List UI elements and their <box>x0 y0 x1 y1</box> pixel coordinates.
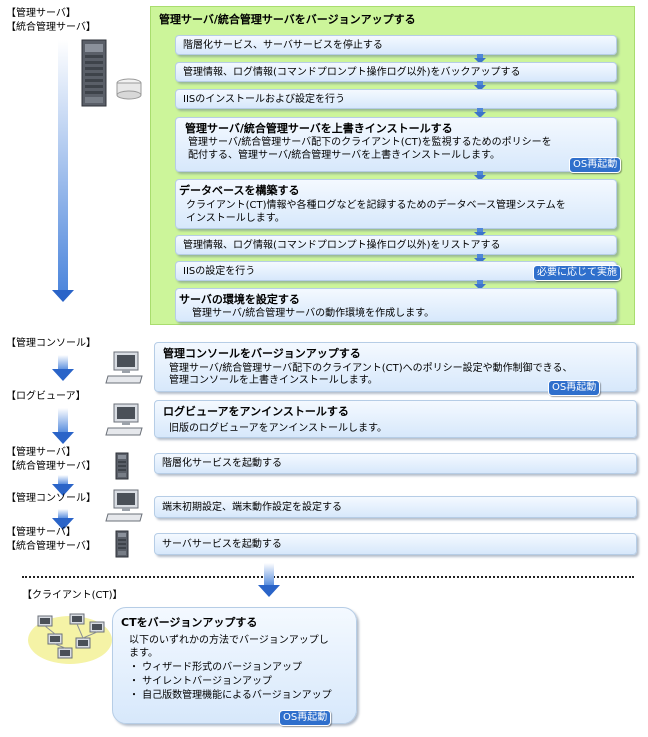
server-upgrade-panel: 管理サーバ/統合管理サーバをバージョンアップする 階層化サービス、サーバサービス… <box>150 6 635 325</box>
server-upgrade-title: 管理サーバ/統合管理サーバをバージョンアップする <box>159 13 416 26</box>
step-arrow-icon <box>474 171 486 181</box>
os-restart-badge: OS再起動 <box>548 380 601 396</box>
step-restore: 管理情報、ログ情報(コマンドプロンプト操作ログ以外)をリストアする <box>175 235 617 255</box>
label-client: 【クライアント(CT)】 <box>22 590 123 601</box>
label-console: 【管理コンソール】 <box>6 338 96 349</box>
label-management-server: 【管理サーバ】 <box>6 527 76 538</box>
separator-line <box>22 576 634 578</box>
client-method-item: ・ サイレントバージョンアップ <box>129 676 272 687</box>
step-client-upgrade: CTをバージョンアップする 以下のいずれかの方法でバージョンアップし ます。 ・… <box>112 607 357 726</box>
flow-arrow-console <box>52 355 74 383</box>
pc-icon <box>105 403 143 436</box>
client-method-item: ・ 自己版数管理機能によるバージョンアップ <box>129 690 332 701</box>
server-icon <box>115 452 129 480</box>
flow-arrow-console-2 <box>52 509 74 531</box>
step-server-environment: サーバの環境を設定する 管理サーバ/統合管理サーバの動作環境を作成します。 <box>175 288 617 322</box>
step-arrow-icon <box>474 81 486 91</box>
flow-arrow-server <box>52 40 74 304</box>
step-arrow-icon <box>474 280 486 290</box>
step-start-tier-service: 階層化サービスを起動する <box>154 453 637 474</box>
flow-arrow-server-2 <box>52 475 74 497</box>
os-restart-badge: OS再起動 <box>279 710 332 726</box>
label-management-server: 【管理サーバ】 <box>6 447 76 458</box>
flow-arrow-viewer <box>52 408 74 446</box>
if-needed-badge: 必要に応じて実施 <box>533 265 621 281</box>
step-terminal-settings: 端末初期設定、端末動作設定を設定する <box>154 496 637 518</box>
os-restart-badge: OS再起動 <box>569 157 622 173</box>
step-iis-settings: IISの設定を行う 必要に応じて実施 <box>175 261 621 281</box>
label-integrated-server: 【統合管理サーバ】 <box>6 22 96 33</box>
step-backup: 管理情報、ログ情報(コマンドプロンプト操作ログ以外)をバックアップする <box>175 62 617 82</box>
step-arrow-icon <box>474 108 486 118</box>
label-console: 【管理コンソール】 <box>6 493 96 504</box>
label-integrated-server: 【統合管理サーバ】 <box>6 461 96 472</box>
step-console-upgrade: 管理コンソールをバージョンアップする 管理サーバ/統合管理サーバ配下のクライアン… <box>154 342 637 396</box>
step-uninstall-log-viewer: ログビューアをアンインストールする 旧版のログビューアをアンインストールします。 <box>154 400 637 438</box>
pc-icon <box>105 489 143 522</box>
client-method-item: ・ ウィザード形式のバージョンアップ <box>129 662 302 673</box>
step-iis-install: IISのインストールおよび設定を行う <box>175 89 617 109</box>
step-arrow-icon <box>474 54 486 64</box>
label-log-viewer: 【ログビューア】 <box>6 391 86 402</box>
step-stop-services: 階層化サービス、サーバサービスを停止する <box>175 35 617 55</box>
pc-icon <box>105 351 143 384</box>
server-icon <box>81 39 142 107</box>
client-network-icon <box>28 613 112 664</box>
label-integrated-server: 【統合管理サーバ】 <box>6 541 96 552</box>
step-build-database: データベースを構築する クライアント(CT)情報や各種ログなどを記録するためのデ… <box>175 179 617 229</box>
flow-arrow-client <box>258 563 280 601</box>
step-start-server-service: サーバサービスを起動する <box>154 533 637 555</box>
label-management-server: 【管理サーバ】 <box>6 8 76 19</box>
step-overwrite-install: 管理サーバ/統合管理サーバを上書きインストールする 管理サーバ/統合管理サーバ配… <box>175 117 622 173</box>
server-icon <box>115 530 129 558</box>
